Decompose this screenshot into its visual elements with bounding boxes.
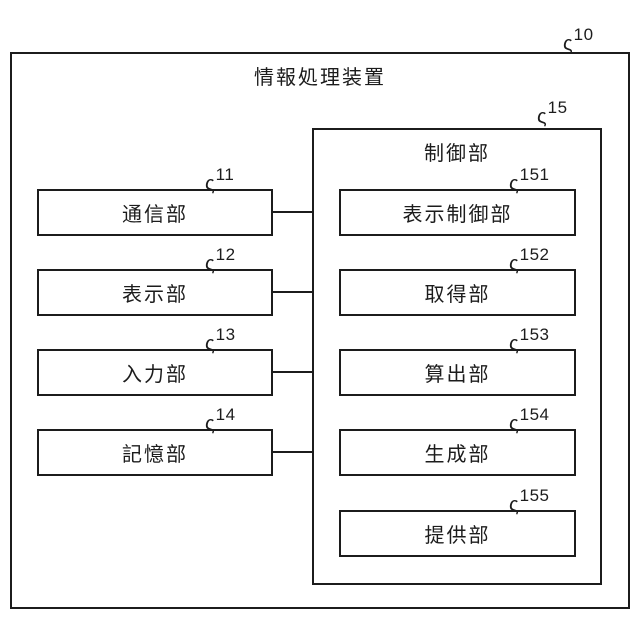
block-communication-unit: 通信部 (37, 189, 273, 236)
reference-number: 12 (215, 245, 236, 264)
reference-squiggle-icon: ς (205, 173, 215, 195)
device-box-title: 情報処理装置 (254, 67, 386, 89)
reference-number: 151 (519, 165, 550, 184)
ref-label-calculation-unit: ς 153 (509, 325, 550, 354)
block-acquisition-unit: 取得部 (339, 269, 576, 316)
block-generation-unit: 生成部 (339, 429, 576, 476)
ref-label-display-control-unit: ς 151 (509, 165, 550, 194)
reference-number: 11 (215, 165, 235, 184)
reference-squiggle-icon: ς (537, 106, 547, 128)
connector-line (273, 211, 312, 213)
reference-number-device: 10 (573, 25, 594, 44)
block-calculation-unit: 算出部 (339, 349, 576, 396)
reference-number: 153 (519, 325, 550, 344)
reference-squiggle-icon: ς (509, 333, 519, 355)
block-input-unit: 入力部 (37, 349, 273, 396)
ref-label-provision-unit: ς 155 (509, 486, 550, 515)
connector-line (273, 451, 312, 453)
ref-label-input-unit: ς 13 (205, 325, 236, 354)
ref-label-display-unit: ς 12 (205, 245, 236, 274)
reference-number: 152 (519, 245, 550, 264)
ref-label-storage-unit: ς 14 (205, 405, 236, 434)
reference-number: 155 (519, 486, 550, 505)
reference-squiggle-icon: ς (509, 494, 519, 516)
ref-label-generation-unit: ς 154 (509, 405, 550, 434)
block-provision-unit: 提供部 (339, 510, 576, 557)
reference-number: 154 (519, 405, 550, 424)
control-unit-title: 制御部 (424, 143, 490, 165)
ref-label-acquisition-unit: ς 152 (509, 245, 550, 274)
reference-squiggle-icon: ς (205, 413, 215, 435)
block-storage-unit: 記憶部 (37, 429, 273, 476)
reference-squiggle-icon: ς (205, 333, 215, 355)
reference-number: 14 (215, 405, 236, 424)
ref-label-device: ς 10 (563, 25, 594, 54)
connector-line (273, 291, 312, 293)
reference-squiggle-icon: ς (563, 33, 573, 55)
reference-number-control-unit: 15 (547, 98, 568, 117)
reference-squiggle-icon: ς (509, 173, 519, 195)
reference-number: 13 (215, 325, 236, 344)
ref-label-communication-unit: ς 11 (205, 165, 235, 194)
reference-squiggle-icon: ς (509, 413, 519, 435)
reference-squiggle-icon: ς (205, 253, 215, 275)
ref-label-control-unit: ς 15 (537, 98, 568, 127)
block-display-unit: 表示部 (37, 269, 273, 316)
connector-line (273, 371, 312, 373)
reference-squiggle-icon: ς (509, 253, 519, 275)
block-display-control-unit: 表示制御部 (339, 189, 576, 236)
